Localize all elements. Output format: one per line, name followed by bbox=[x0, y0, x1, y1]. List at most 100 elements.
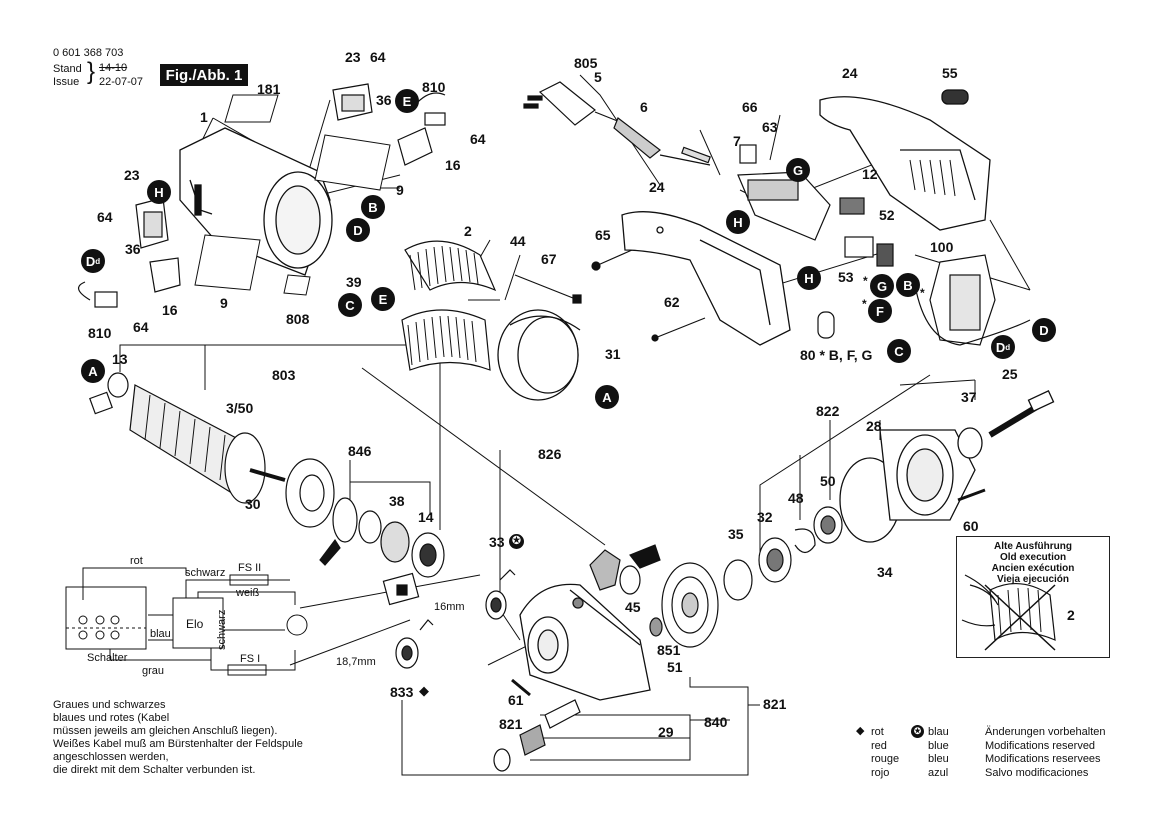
part-35: 35 bbox=[728, 526, 744, 542]
star-b: * bbox=[920, 286, 925, 300]
callout-a-left: A bbox=[81, 359, 105, 383]
part-28: 28 bbox=[866, 418, 882, 434]
old-execution-box: Alte Ausführung Old execution Ancien exé… bbox=[956, 536, 1110, 658]
part-45: 45 bbox=[625, 599, 641, 615]
stand-value: 14-10 bbox=[99, 62, 128, 74]
legend-red-en: red bbox=[871, 739, 887, 752]
part-63: 63 bbox=[762, 119, 778, 135]
legend-blue-es: azul bbox=[928, 766, 949, 779]
part-32: 32 bbox=[757, 509, 773, 525]
part-840: 840 bbox=[704, 714, 728, 730]
part-64-top: 64 bbox=[370, 49, 386, 65]
old-execution-line-4: Vieja ejecución bbox=[996, 574, 1070, 585]
part-808: 808 bbox=[286, 311, 310, 327]
part-64-right: 64 bbox=[470, 131, 486, 147]
part-810-top: 810 bbox=[422, 79, 446, 95]
issue-label: Issue bbox=[53, 76, 80, 88]
part-16-bottom: 16 bbox=[162, 302, 178, 318]
note-line-5: angeschlossen werden, bbox=[53, 751, 169, 763]
schalter-label: Schalter bbox=[87, 652, 128, 664]
part-34: 34 bbox=[877, 564, 893, 580]
part-39: 39 bbox=[346, 274, 362, 290]
callout-h-right: H bbox=[797, 266, 821, 290]
callout-g-top: G bbox=[786, 158, 810, 182]
part-50: 50 bbox=[820, 473, 836, 489]
header-brace: } bbox=[87, 58, 96, 85]
callout-d-right: D bbox=[1032, 318, 1056, 342]
part-821-bottom: 821 bbox=[499, 716, 523, 732]
callout-a-ring: A bbox=[595, 385, 619, 409]
part-38: 38 bbox=[389, 493, 405, 509]
part-13: 13 bbox=[112, 351, 128, 367]
legend-blue: blau blue bleu azul bbox=[928, 726, 949, 780]
callout-g-right: G bbox=[870, 274, 894, 298]
part-25: 25 bbox=[1002, 366, 1018, 382]
part-851: 851 bbox=[657, 642, 681, 658]
part-33: 33 bbox=[489, 534, 505, 550]
part-24-lower: 24 bbox=[649, 179, 665, 195]
legend-modifications: Änderungen vorbehalten Modifications res… bbox=[985, 726, 1105, 780]
part-29: 29 bbox=[658, 724, 674, 740]
dimension-16mm: 16mm bbox=[434, 601, 465, 613]
wire-grau: grau bbox=[142, 665, 165, 677]
fs-i-label: FS I bbox=[240, 653, 261, 665]
part-33-blue-mark: ✪ bbox=[509, 534, 524, 549]
wiring-note: Graues und schwarzes blaues und rotes (K… bbox=[53, 699, 303, 777]
callout-dd-right-sub: d bbox=[1005, 342, 1011, 352]
callout-f: F bbox=[868, 299, 892, 323]
part-24-upper: 24 bbox=[842, 65, 858, 81]
part-67: 67 bbox=[541, 251, 557, 267]
part-52: 52 bbox=[879, 207, 895, 223]
part-64-left: 64 bbox=[97, 209, 113, 225]
part-37: 37 bbox=[961, 389, 977, 405]
callout-c-right: C bbox=[887, 339, 911, 363]
callout-dd-right-letter: D bbox=[995, 339, 1006, 355]
red-diamond-icon: ◆ bbox=[856, 725, 865, 737]
wire-rot: rot bbox=[130, 555, 143, 567]
legend-red: rot red rouge rojo bbox=[871, 726, 899, 780]
note-line-2: blaues und rotes (Kabel bbox=[53, 712, 170, 724]
part-64-bottom: 64 bbox=[133, 319, 149, 335]
note-line-6: die direkt mit dem Schalter verbunden is… bbox=[53, 764, 256, 776]
legend-red-de: rot bbox=[871, 726, 884, 738]
wire-blau: blau bbox=[150, 628, 171, 640]
legend-blue-de: blau bbox=[928, 726, 949, 738]
callout-b-left: B bbox=[361, 195, 385, 219]
part-803: 803 bbox=[272, 367, 296, 383]
callout-e-top: E bbox=[395, 89, 419, 113]
note-line-4: Weißes Kabel muß am Bürstenhalter der Fe… bbox=[53, 738, 303, 750]
part-9-top: 9 bbox=[396, 182, 404, 198]
modifications-en: Modifications reserved bbox=[985, 739, 1096, 752]
elo-label: Elo bbox=[186, 617, 204, 631]
part-80: 80 * B, F, G bbox=[800, 347, 873, 363]
old-execution-line-1: Alte Ausführung bbox=[994, 541, 1072, 552]
wire-schwarz-vertical: schwarz bbox=[216, 609, 228, 650]
callout-b-right: B bbox=[896, 273, 920, 297]
part-36-top: 36 bbox=[376, 92, 392, 108]
part-805: 805 bbox=[574, 55, 598, 71]
wire-weiss: weiß bbox=[236, 587, 260, 599]
part-2: 2 bbox=[464, 223, 472, 239]
part-100: 100 bbox=[930, 239, 954, 255]
callout-h-mid: H bbox=[726, 210, 750, 234]
part-1: 1 bbox=[200, 109, 208, 125]
part-9-bottom: 9 bbox=[220, 295, 228, 311]
part-821-right: 821 bbox=[763, 696, 787, 712]
part-44: 44 bbox=[510, 233, 526, 249]
part-3-50: 3/50 bbox=[226, 400, 254, 416]
dimension-18-7mm: 18,7mm bbox=[336, 656, 376, 668]
modifications-de: Änderungen vorbehalten bbox=[985, 726, 1106, 738]
part-23-top: 23 bbox=[345, 49, 361, 65]
stand-label: Stand bbox=[53, 63, 82, 75]
old-execution-line-2: Old execution bbox=[999, 552, 1067, 563]
part-6: 6 bbox=[640, 99, 648, 115]
old-execution-line-3: Ancien exécution bbox=[991, 563, 1075, 574]
part-62: 62 bbox=[664, 294, 680, 310]
part-810-left: 810 bbox=[88, 325, 112, 341]
old-execution-part-2: 2 bbox=[1067, 607, 1075, 623]
wire-schwarz-top: schwarz bbox=[185, 567, 226, 579]
note-line-1: Graues und schwarzes bbox=[53, 699, 166, 711]
part-23-left: 23 bbox=[124, 167, 140, 183]
part-846: 846 bbox=[348, 443, 372, 459]
